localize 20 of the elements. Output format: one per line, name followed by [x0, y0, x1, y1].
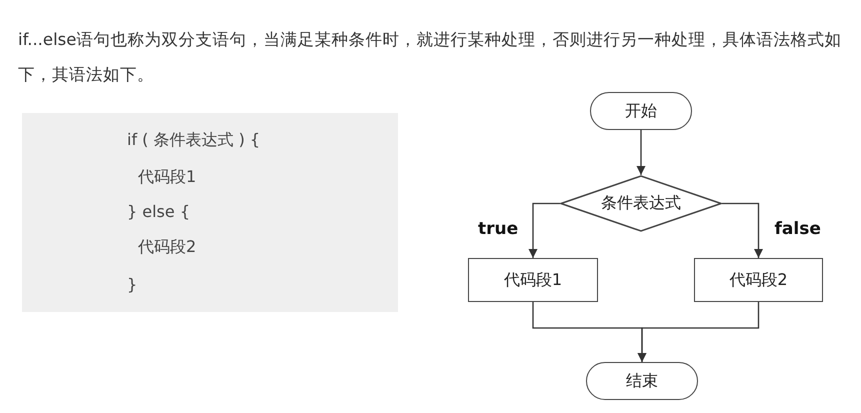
code-line: if ( 条件表达式 ) { — [127, 130, 260, 151]
connector-arrow — [636, 130, 646, 175]
node-label: 条件表达式 — [601, 193, 681, 214]
node-label: 开始 — [625, 100, 657, 122]
code-line: } — [127, 275, 138, 294]
node-label: 代码段2 — [729, 270, 788, 290]
terminal-shape — [590, 92, 692, 130]
process-box — [468, 258, 598, 302]
code-line: 代码段2 — [138, 237, 196, 258]
code-line: 代码段1 — [138, 167, 196, 188]
connector-arrow — [722, 202, 764, 258]
connector-arrow — [528, 202, 560, 258]
terminal-shape — [586, 362, 698, 400]
decision-diamond — [560, 175, 722, 232]
process-box — [694, 258, 823, 302]
code-line: } else { — [127, 202, 190, 221]
node-label: 代码段1 — [504, 270, 562, 290]
node-label: 结束 — [626, 370, 658, 392]
connector-arrow — [637, 302, 760, 362]
intro-paragraph: if...else语句也称为双分支语句，当满足某种条件时，就进行某种处理，否则进行另一种处理，具体语法格式如下，其语法如下。 — [18, 29, 842, 86]
